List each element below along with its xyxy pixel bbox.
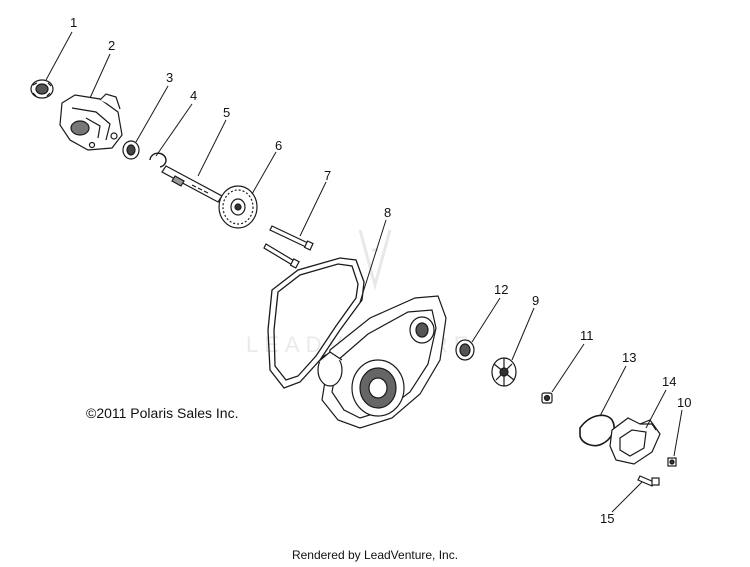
callout-15: 15 (600, 511, 614, 526)
callout-10: 10 (677, 395, 691, 410)
callout-11: 11 (580, 328, 594, 343)
callout-labels: 1 2 3 4 5 6 7 8 9 10 11 12 13 14 15 (70, 15, 691, 526)
callout-7: 7 (324, 168, 331, 183)
callout-2: 2 (108, 38, 115, 53)
part-1-rotor (30, 79, 54, 99)
part-6-gear (218, 185, 258, 229)
part-8-cover-gasket (267, 257, 365, 389)
part-2-pump-housing (59, 93, 123, 151)
part-13-o-ring (579, 414, 615, 447)
leader-lines (45, 31, 683, 513)
part-11-nut (541, 392, 553, 404)
part-15-bolt (637, 475, 660, 487)
part-10-bolt (667, 457, 677, 467)
rendered-by-footer: Rendered by LeadVenture, Inc. (291, 548, 459, 562)
part-5-shaft (161, 165, 223, 203)
part-8-case-cover (317, 295, 447, 429)
callout-9: 9 (532, 293, 539, 308)
callout-6: 6 (275, 138, 282, 153)
callout-8: 8 (384, 205, 391, 220)
callout-13: 13 (622, 350, 636, 365)
part-12-seal (455, 339, 475, 361)
callout-1: 1 (70, 15, 77, 30)
callout-3: 3 (166, 70, 173, 85)
part-3-bearing (122, 140, 140, 160)
callout-4: 4 (190, 88, 197, 103)
callout-5: 5 (223, 105, 230, 120)
part-4-snap-ring (149, 152, 167, 168)
part-9-impeller (491, 357, 517, 387)
callout-12: 12 (494, 282, 508, 297)
part-14-pump-cover (609, 417, 661, 465)
copyright-notice: ©2011 Polaris Sales Inc. (86, 405, 239, 421)
part-7-bolts (263, 225, 314, 269)
callout-14: 14 (662, 374, 676, 389)
